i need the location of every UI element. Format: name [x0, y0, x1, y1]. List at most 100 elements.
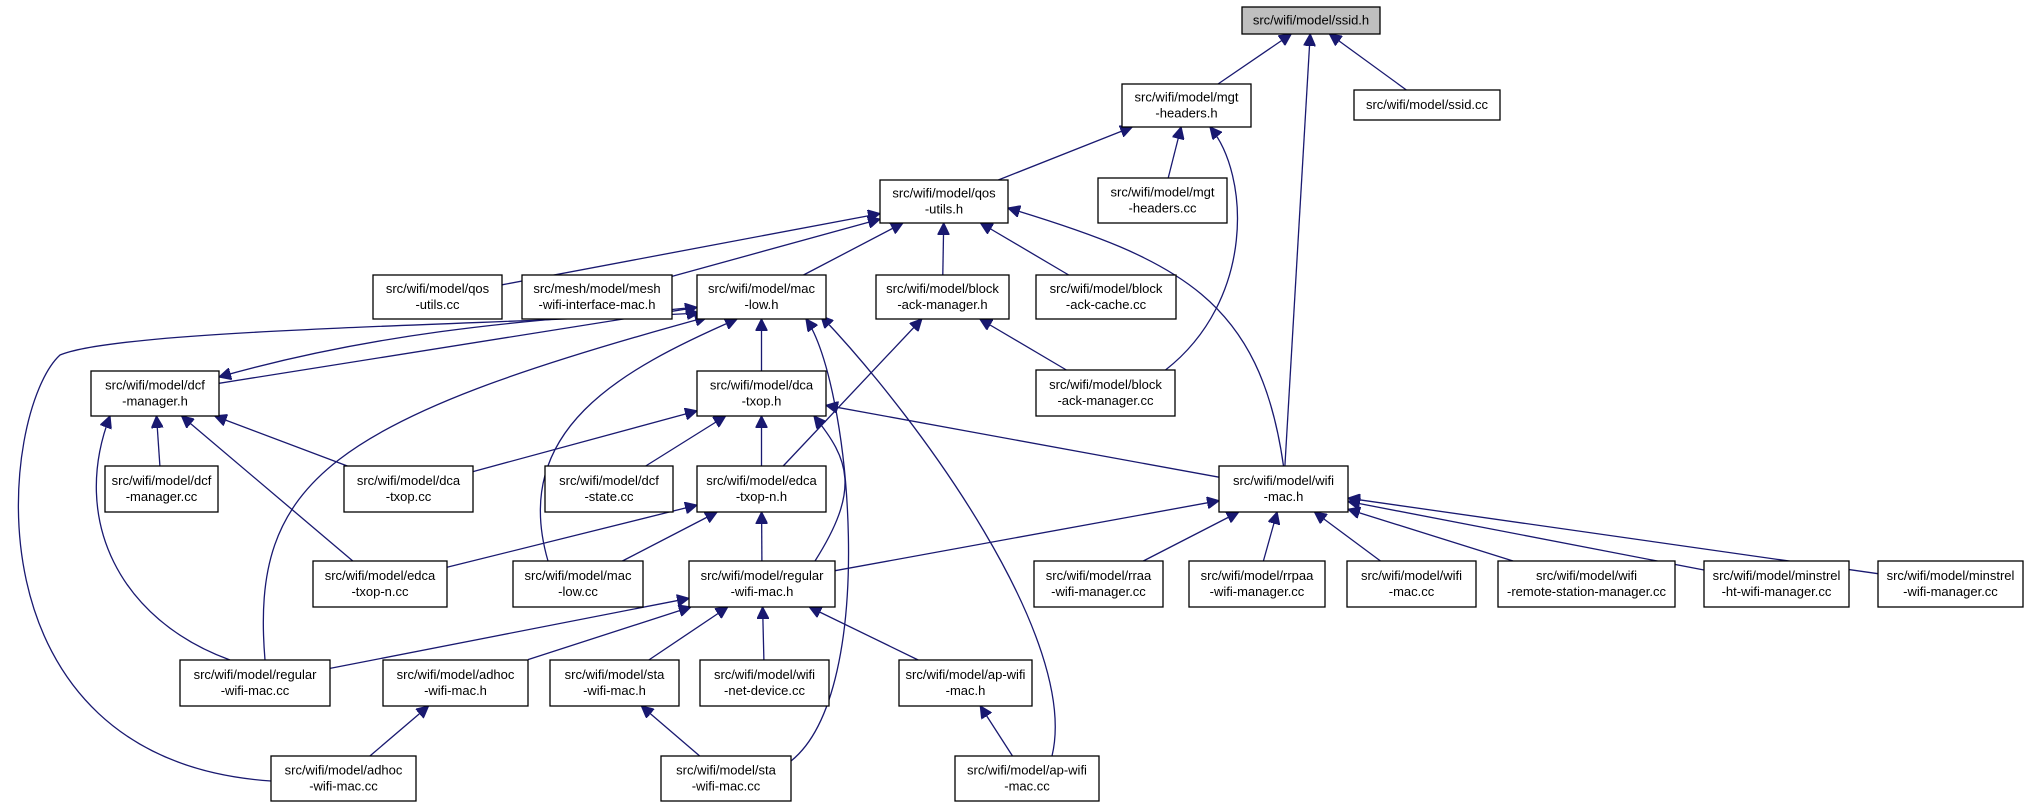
node-ssid-cc[interactable]: src/wifi/model/ssid.cc — [1353, 89, 1501, 121]
node-box — [1877, 560, 2024, 608]
node-edca-txop-n-h[interactable]: src/wifi/model/edca-txop-n.h — [696, 465, 827, 513]
node-label-line: -wifi-mac.h — [731, 584, 794, 599]
node-label-line: -txop-n.h — [736, 489, 787, 504]
node-ssid-h[interactable]: src/wifi/model/ssid.h — [1241, 6, 1381, 35]
node-sta-wifi-mac-cc[interactable]: src/wifi/model/sta-wifi-mac.cc — [660, 755, 792, 802]
node-label-line: -utils.cc — [415, 297, 460, 312]
edge-minstrel-ht-wifi-manager-cc-to-wifi-mac-h — [1348, 501, 1705, 571]
edge-ap-wifi-mac-cc-to-ap-wifi-mac-h — [980, 706, 1014, 757]
node-ap-wifi-mac-h[interactable]: src/wifi/model/ap-wifi-mac.h — [898, 659, 1033, 707]
node-wifi-remote-station-manager-cc[interactable]: src/wifi/model/wifi-remote-station-manag… — [1497, 560, 1676, 608]
node-rrpaa-wifi-manager-cc[interactable]: src/wifi/model/rrpaa-wifi-manager.cc — [1188, 560, 1326, 608]
node-box — [699, 659, 830, 707]
node-box — [382, 659, 529, 707]
node-box — [549, 659, 680, 707]
node-rraa-wifi-manager-cc[interactable]: src/wifi/model/rraa-wifi-manager.cc — [1033, 560, 1164, 608]
node-adhoc-wifi-mac-h[interactable]: src/wifi/model/adhoc-wifi-mac.h — [382, 659, 529, 707]
node-label-line: src/wifi/model/edca — [706, 473, 817, 488]
node-label-line: src/mesh/model/mesh — [533, 281, 660, 296]
edge-dcf-manager-h-to-mac-low-h — [218, 307, 697, 384]
node-label-line: -wifi-mac.h — [424, 683, 487, 698]
node-label-line: src/wifi/model/mac — [708, 281, 815, 296]
node-label-line: src/wifi/model/rraa — [1046, 568, 1152, 583]
node-label-line: -manager.h — [122, 394, 188, 409]
edge-qos-utils-cc-to-qos-utils-h — [501, 214, 880, 286]
node-box — [660, 755, 792, 802]
node-mac-low-h[interactable]: src/wifi/model/mac-low.h — [696, 274, 827, 320]
node-label-line: src/wifi/model/mgt — [1110, 185, 1214, 200]
node-box — [1346, 560, 1477, 608]
node-dcf-manager-cc[interactable]: src/wifi/model/dcf-manager.cc — [104, 465, 219, 513]
edge-layer — [17, 34, 1879, 782]
node-mesh-wifi-interface-mac-h[interactable]: src/mesh/model/mesh-wifi-interface-mac.h — [521, 274, 673, 320]
node-label-line: -state.cc — [584, 489, 634, 504]
node-dca-txop-cc[interactable]: src/wifi/model/dca-txop.cc — [343, 465, 474, 513]
node-label-line: src/wifi/model/wifi — [1233, 473, 1334, 488]
edge-wifi-mac-cc-to-wifi-mac-h — [1315, 512, 1381, 562]
node-wifi-mac-cc[interactable]: src/wifi/model/wifi-mac.cc — [1346, 560, 1477, 608]
edge-regular-wifi-mac-cc-to-dcf-manager-h — [95, 416, 231, 661]
node-label-line: -txop-n.cc — [351, 584, 409, 599]
node-block-ack-manager-h[interactable]: src/wifi/model/block-ack-manager.h — [875, 274, 1010, 320]
node-wifi-net-device-cc[interactable]: src/wifi/model/wifi-net-device.cc — [699, 659, 830, 707]
node-label-line: -mac.h — [1264, 489, 1304, 504]
node-label-line: src/wifi/model/adhoc — [285, 763, 403, 778]
node-minstrel-wifi-manager-cc[interactable]: src/wifi/model/minstrel-wifi-manager.cc — [1877, 560, 2024, 608]
node-ap-wifi-mac-cc[interactable]: src/wifi/model/ap-wifi-mac.cc — [954, 755, 1100, 802]
node-dcf-manager-h[interactable]: src/wifi/model/dcf-manager.h — [90, 370, 220, 417]
node-mac-low-cc[interactable]: src/wifi/model/mac-low.cc — [512, 560, 644, 608]
node-box — [179, 659, 331, 707]
edge-block-ack-manager-cc-to-mgt-headers-h — [1165, 127, 1239, 371]
node-label-line: src/wifi/model/sta — [565, 667, 665, 682]
node-mgt-headers-cc[interactable]: src/wifi/model/mgt-headers.cc — [1097, 177, 1228, 224]
node-qos-utils-h[interactable]: src/wifi/model/qos-utils.h — [879, 179, 1009, 224]
node-edca-txop-n-cc[interactable]: src/wifi/model/edca-txop-n.cc — [312, 560, 448, 608]
edge-dcf-state-cc-to-dca-txop-h — [645, 416, 726, 467]
node-box — [696, 370, 827, 417]
node-wifi-mac-h[interactable]: src/wifi/model/wifi-mac.h — [1218, 465, 1349, 513]
node-box — [696, 465, 827, 513]
node-label-line: src/wifi/model/rrpaa — [1201, 568, 1314, 583]
node-label-line: src/wifi/model/dca — [357, 473, 461, 488]
node-block-ack-cache-cc[interactable]: src/wifi/model/block-ack-cache.cc — [1035, 274, 1177, 320]
node-box — [1033, 560, 1164, 608]
node-label-line: -mac.h — [946, 683, 986, 698]
node-box — [898, 659, 1033, 707]
node-sta-wifi-mac-h[interactable]: src/wifi/model/sta-wifi-mac.h — [549, 659, 680, 707]
node-label-line: -txop.h — [742, 394, 782, 409]
edge-wifi-net-device-cc-to-regular-wifi-mac-h — [763, 607, 764, 661]
node-qos-utils-cc[interactable]: src/wifi/model/qos-utils.cc — [372, 274, 503, 320]
node-box — [1035, 274, 1177, 320]
node-label-line: -net-device.cc — [724, 683, 805, 698]
edge-edca-txop-n-cc-to-dcf-manager-h — [182, 416, 354, 562]
node-label-line: src/wifi/model/ssid.h — [1253, 13, 1369, 28]
node-minstrel-ht-wifi-manager-cc[interactable]: src/wifi/model/minstrel-ht-wifi-manager.… — [1703, 560, 1850, 608]
node-label-line: -wifi-mac.cc — [692, 779, 761, 794]
node-label-line: -utils.h — [925, 202, 963, 217]
edge-regular-wifi-mac-cc-to-mac-low-h — [262, 317, 707, 661]
node-mgt-headers-h[interactable]: src/wifi/model/mgt-headers.h — [1121, 83, 1252, 128]
node-label-line: -wifi-mac.cc — [221, 683, 290, 698]
node-label-line: src/wifi/model/mac — [525, 568, 632, 583]
edge-regular-wifi-mac-cc-to-regular-wifi-mac-h — [329, 598, 689, 670]
node-label-line: -headers.h — [1155, 106, 1217, 121]
edge-qos-utils-h-to-mgt-headers-h — [998, 127, 1132, 181]
edge-rraa-wifi-manager-cc-to-wifi-mac-h — [1143, 512, 1238, 562]
node-dca-txop-h[interactable]: src/wifi/model/dca-txop.h — [696, 370, 827, 417]
node-box — [521, 274, 673, 320]
node-dcf-state-cc[interactable]: src/wifi/model/dcf-state.cc — [544, 465, 674, 513]
node-label-line: -low.h — [745, 297, 779, 312]
node-label-line: -wifi-mac.h — [583, 683, 646, 698]
node-regular-wifi-mac-h[interactable]: src/wifi/model/regular-wifi-mac.h — [688, 560, 836, 608]
node-block-ack-manager-cc[interactable]: src/wifi/model/block-ack-manager.cc — [1035, 369, 1176, 417]
node-adhoc-wifi-mac-cc[interactable]: src/wifi/model/adhoc-wifi-mac.cc — [270, 755, 417, 802]
edge-regular-wifi-mac-h-to-wifi-mac-h — [834, 501, 1219, 572]
node-label-line: src/wifi/model/wifi — [714, 667, 815, 682]
edge-sta-wifi-mac-cc-to-sta-wifi-mac-h — [641, 706, 701, 757]
node-regular-wifi-mac-cc[interactable]: src/wifi/model/regular-wifi-mac.cc — [179, 659, 331, 707]
edge-dcf-manager-cc-to-dcf-manager-h — [157, 416, 160, 467]
edge-block-ack-cache-cc-to-qos-utils-h — [981, 223, 1070, 276]
node-label-line: src/wifi/model/dcf — [559, 473, 659, 488]
edge-wifi-remote-station-manager-cc-to-wifi-mac-h — [1348, 509, 1514, 562]
edge-mac-low-h-to-qos-utils-h — [803, 223, 903, 276]
